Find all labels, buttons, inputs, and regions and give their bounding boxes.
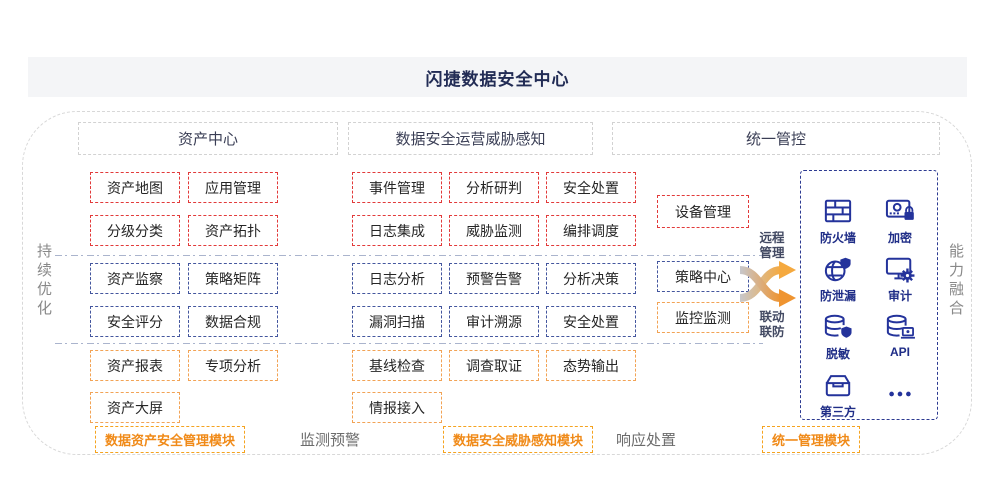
module-label-threat: 数据安全威胁感知模块 — [443, 426, 594, 453]
crossing-arrows-icon — [739, 261, 796, 307]
capability-label: 脱敏 — [825, 347, 850, 361]
feature-box: 资产监察 — [90, 263, 180, 294]
header-unified-control: 统一管控 — [612, 122, 940, 155]
audit-icon — [885, 255, 915, 283]
asset-red-group: 资产地图 应用管理 分级分类 资产拓扑 — [90, 172, 278, 246]
feature-box: 资产地图 — [90, 172, 180, 203]
capability-audit: 审计 — [869, 255, 931, 304]
firewall-icon — [823, 197, 853, 225]
ellipsis-icon — [889, 391, 911, 396]
feature-box: 策略中心 — [657, 261, 749, 292]
feature-box: 资产大屏 — [90, 392, 180, 423]
feature-box: 漏洞扫描 — [352, 306, 442, 337]
feature-box: 应用管理 — [188, 172, 278, 203]
capability-firewall: 防火墙 — [807, 197, 869, 246]
data-masking-icon — [823, 313, 852, 338]
feature-box: 调查取证 — [449, 350, 539, 381]
encryption-icon — [885, 197, 914, 220]
capability-label: 加密 — [887, 231, 912, 245]
left-axis-label: 持续优化 — [35, 243, 52, 319]
feature-box: 安全处置 — [546, 306, 636, 337]
capability-label: API — [889, 345, 910, 359]
feature-box: 数据合规 — [188, 306, 278, 337]
remote-management-label: 远程管理 — [759, 231, 785, 260]
feature-box: 分析决策 — [546, 263, 636, 294]
capability-third-party: 第三方 — [807, 371, 869, 420]
capability-encryption: 加密 — [869, 197, 931, 246]
feature-box: 资产报表 — [90, 350, 180, 381]
ops-red-group: 事件管理 分析研判 安全处置 日志集成 威胁监测 编排调度 — [352, 172, 636, 246]
feature-box: 威胁监测 — [449, 215, 539, 246]
feature-box: 审计溯源 — [449, 306, 539, 337]
feature-box: 基线检查 — [352, 350, 442, 381]
third-party-icon — [823, 371, 853, 399]
api-icon — [885, 313, 915, 341]
capability-panel: 防火墙 加密 防泄漏 审计 — [800, 170, 938, 420]
capability-label: 第三方 — [819, 405, 856, 419]
asset-navy-group: 资产监察 策略矩阵 安全评分 数据合规 — [90, 263, 278, 337]
capability-data-masking: 脱敏 — [807, 313, 869, 362]
capability-more — [869, 371, 931, 420]
page-title: 闪捷数据安全中心 — [425, 69, 570, 89]
feature-box: 分级分类 — [90, 215, 180, 246]
module-label-unified: 统一管理模块 — [762, 426, 861, 453]
feature-box: 资产拓扑 — [188, 215, 278, 246]
feature-box: 监控监测 — [657, 302, 749, 333]
header-security-ops: 数据安全运营威胁感知 — [348, 122, 593, 155]
capability-api: API — [869, 313, 931, 362]
capability-label: 防火墙 — [819, 231, 856, 245]
feature-box: 专项分析 — [188, 350, 278, 381]
feature-box: 情报接入 — [352, 392, 442, 423]
feature-box: 事件管理 — [352, 172, 442, 203]
joint-defense-label: 联动联防 — [759, 310, 785, 339]
module-label-asset: 数据资产安全管理模块 — [95, 426, 246, 453]
feature-box: 设备管理 — [657, 195, 749, 228]
feature-box: 日志分析 — [352, 263, 442, 294]
ops-navy-group: 日志分析 预警告警 分析决策 漏洞扫描 审计溯源 安全处置 — [352, 263, 636, 337]
feature-box: 分析研判 — [449, 172, 539, 203]
feature-box: 日志集成 — [352, 215, 442, 246]
flow-label-respond: 响应处置 — [616, 432, 677, 449]
header-asset-center: 资产中心 — [78, 122, 338, 155]
feature-box: 策略矩阵 — [188, 263, 278, 294]
leak-prevention-icon — [823, 257, 851, 283]
asset-orange-group: 资产报表 专项分析 资产大屏 — [90, 350, 278, 423]
capability-label: 审计 — [887, 289, 912, 303]
feature-box: 安全评分 — [90, 306, 180, 337]
capability-leak-prevention: 防泄漏 — [807, 255, 869, 304]
title-banner: 闪捷数据安全中心 — [28, 57, 967, 97]
feature-box: 态势输出 — [546, 350, 636, 381]
feature-box: 编排调度 — [546, 215, 636, 246]
divider-bottom — [55, 343, 763, 345]
divider-top — [55, 255, 763, 257]
ops-orange-group: 基线检查 调查取证 态势输出 情报接入 — [352, 350, 636, 423]
feature-box: 安全处置 — [546, 172, 636, 203]
feature-box: 预警告警 — [449, 263, 539, 294]
capability-label: 防泄漏 — [819, 289, 856, 303]
right-axis-label: 能力融合 — [947, 243, 964, 319]
main-frame — [22, 111, 972, 455]
flow-label-monitor: 监测预警 — [300, 432, 361, 449]
